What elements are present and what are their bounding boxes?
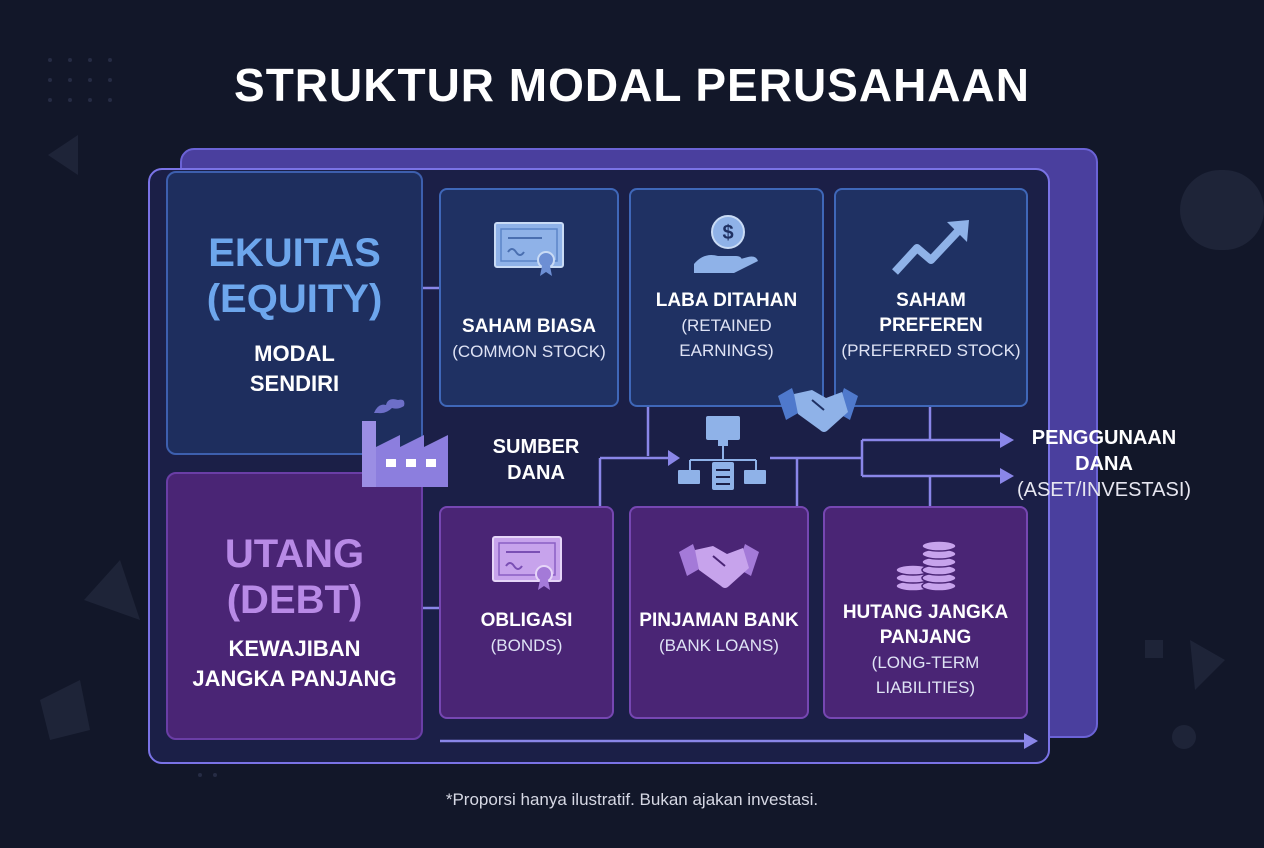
footnote: *Proporsi hanya ilustratif. Bukan ajakan…	[445, 790, 819, 809]
long-term-title-2: PANJANG	[879, 627, 972, 648]
uses-label: PENGGUNAAN DANA (ASET/INVESTASI)	[1014, 425, 1194, 503]
common-stock-sub: (COMMON STOCK)	[452, 342, 606, 361]
card-long-term-liabilities: HUTANG JANGKA PANJANG (LONG-TERM LIABILI…	[823, 506, 1028, 719]
bonds-title: OBLIGASI	[480, 610, 573, 631]
retained-earnings-sub-1: (RETAINED	[681, 316, 772, 335]
svg-text:$: $	[722, 222, 733, 244]
certificate-icon	[491, 536, 562, 590]
long-term-title-1: HUTANG JANGKA	[842, 602, 1009, 623]
common-stock-title: SAHAM BIASA	[461, 316, 597, 337]
card-retained-earnings: $ LABA DITAHAN (RETAINED EARNINGS)	[629, 188, 824, 407]
preferred-stock-title-1: SAHAM	[896, 290, 966, 311]
sources-label: SUMBER DANA	[476, 434, 596, 486]
uses-line-2: DANA	[1075, 453, 1133, 475]
debt-sub-2: JANGKA PANJANG	[192, 666, 397, 691]
debt-sub-1: KEWAJIBAN	[228, 636, 361, 661]
debt-heading-en: (DEBT)	[226, 578, 363, 622]
sources-line-2: DANA	[507, 462, 565, 484]
preferred-stock-title-2: PREFEREN	[879, 315, 983, 336]
uses-sub: (ASET/INVESTASI)	[1016, 479, 1192, 501]
bank-loans-sub: (BANK LOANS)	[659, 636, 779, 655]
uses-line-1: PENGGUNAAN	[1031, 427, 1177, 449]
equity-heading-en: (EQUITY)	[206, 277, 383, 321]
page-title: STRUKTUR MODAL PERUSAHAAN	[234, 59, 1030, 111]
card-bank-loans: PINJAMAN BANK (BANK LOANS)	[629, 506, 809, 719]
factory-icon	[362, 399, 448, 487]
certificate-icon	[494, 222, 564, 276]
bonds-sub: (BONDS)	[490, 636, 563, 655]
money-hand-icon: $	[693, 215, 758, 273]
growth-arrow-icon	[892, 220, 969, 275]
bank-loans-title: PINJAMAN BANK	[639, 610, 799, 631]
handshake-icon	[778, 388, 858, 432]
long-term-sub-2: LIABILITIES)	[875, 678, 976, 697]
handshake-icon	[679, 544, 759, 588]
card-preferred-stock: SAHAM PREFEREN (PREFERRED STOCK)	[834, 188, 1028, 407]
equity-sub-1: MODAL	[254, 341, 335, 366]
debt-heading: UTANG	[224, 532, 365, 576]
network-hub-icon	[678, 416, 766, 490]
debt-panel: UTANG (DEBT) KEWAJIBAN JANGKA PANJANG	[166, 472, 423, 740]
retained-earnings-title: LABA DITAHAN	[655, 290, 798, 311]
equity-sub-2: SENDIRI	[249, 371, 340, 396]
card-common-stock: SAHAM BIASA (COMMON STOCK)	[439, 188, 619, 407]
coin-stack-icon	[894, 540, 957, 592]
long-term-sub-1: (LONG-TERM	[871, 653, 980, 672]
equity-panel: EKUITAS (EQUITY) MODAL SENDIRI	[166, 171, 423, 455]
card-bonds: OBLIGASI (BONDS)	[439, 506, 614, 719]
retained-earnings-sub-2: EARNINGS)	[679, 341, 774, 360]
equity-heading: EKUITAS	[208, 231, 381, 275]
preferred-stock-sub: (PREFERRED STOCK)	[841, 341, 1021, 360]
sources-line-1: SUMBER	[492, 436, 580, 458]
